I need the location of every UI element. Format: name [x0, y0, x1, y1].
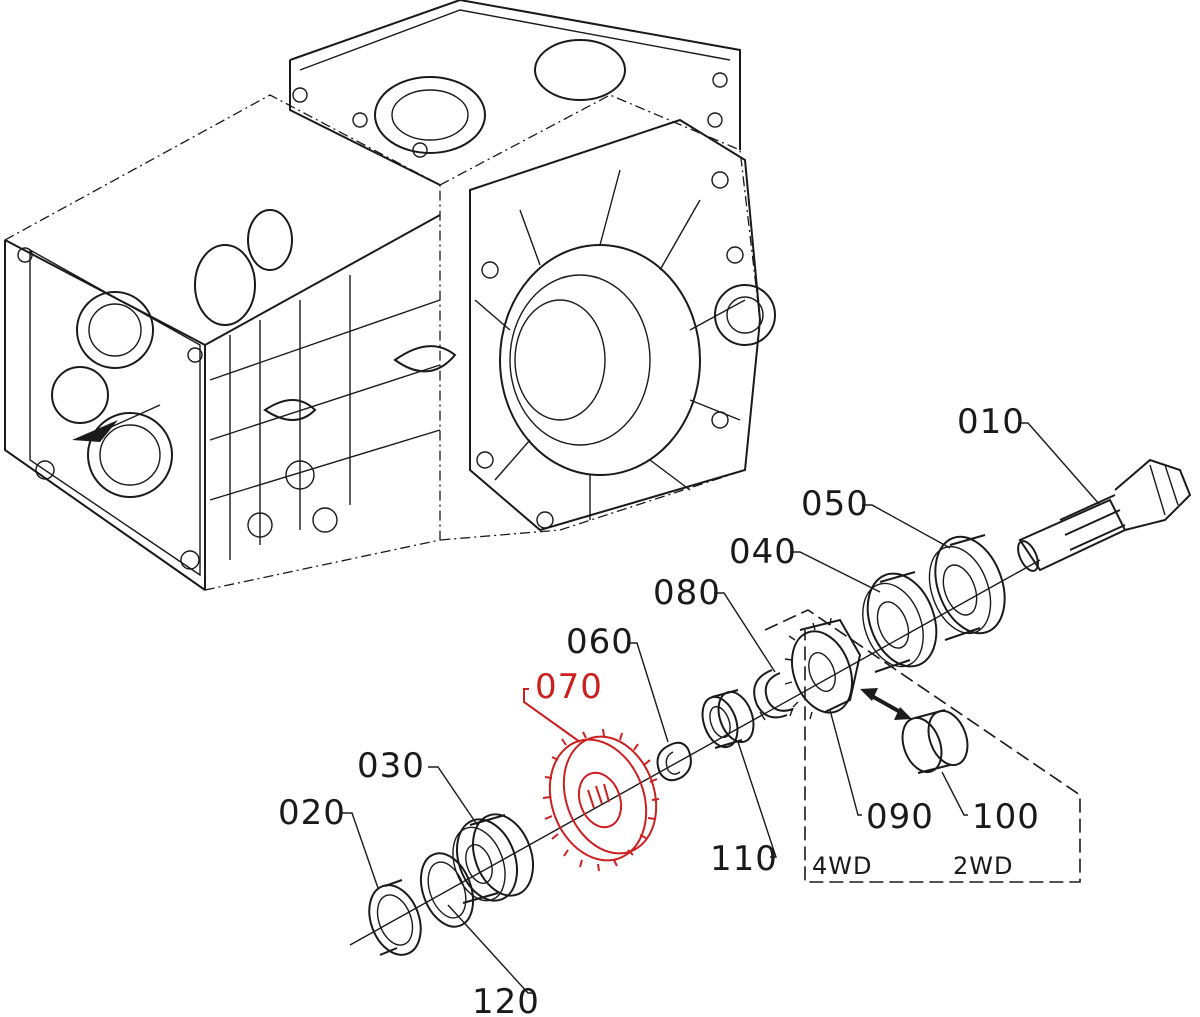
label-020: 020 — [278, 793, 346, 833]
part-070-gear[interactable] — [534, 724, 672, 874]
part-110-collar[interactable] — [696, 687, 760, 752]
part-080-snap-ring[interactable] — [753, 669, 794, 721]
label-050: 050 — [801, 484, 869, 524]
label-2wd: 2WD — [953, 852, 1013, 880]
label-040: 040 — [729, 532, 797, 572]
part-020-seal[interactable] — [360, 878, 430, 962]
label-090: 090 — [866, 797, 934, 837]
shaft-axis-line — [349, 559, 1041, 946]
label-110: 110 — [710, 839, 778, 879]
label-030: 030 — [357, 746, 425, 786]
part-040-bearing[interactable] — [852, 564, 949, 676]
label-010: 010 — [957, 402, 1025, 442]
part-120-shim[interactable] — [411, 846, 482, 934]
variant-group-box — [764, 609, 1081, 883]
part-090-gear[interactable] — [781, 617, 862, 721]
part-050-bearing[interactable] — [918, 527, 1017, 643]
swap-arrow-icon — [860, 688, 912, 720]
label-060: 060 — [566, 622, 634, 662]
part-010-shaft[interactable] — [1014, 458, 1192, 574]
transmission-case-illustration — [4, 0, 776, 591]
leader-lines — [342, 422, 1101, 994]
label-070: 070 — [535, 667, 603, 707]
label-100: 100 — [972, 797, 1040, 837]
label-4wd: 4WD — [812, 852, 872, 880]
part-100-collar[interactable] — [896, 706, 975, 778]
part-060-circlip[interactable] — [656, 741, 692, 782]
part-030-bearing[interactable] — [443, 806, 543, 909]
label-080: 080 — [653, 573, 721, 613]
label-120: 120 — [472, 982, 540, 1017]
